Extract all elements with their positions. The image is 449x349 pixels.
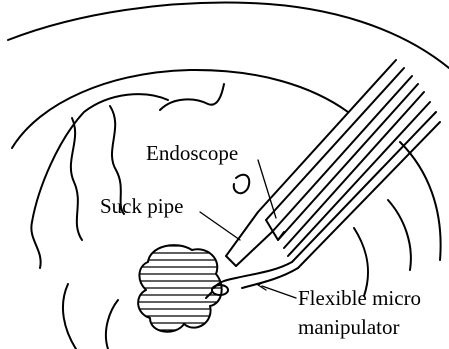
leader-lines (200, 160, 296, 298)
suck-pipe-lower-edge (236, 232, 272, 266)
right-hemisphere-curve (400, 142, 441, 260)
lower-lobe-curve (63, 284, 76, 349)
cortex-inner-curve (31, 94, 168, 268)
right-inner-fold (388, 200, 411, 270)
suck-pipe-leader (200, 212, 240, 240)
tumor-blob (120, 245, 240, 332)
instrument-tube-2 (266, 68, 404, 220)
manipulator-label-line1: Flexible micro (298, 286, 421, 310)
gyrus-upper-right (160, 84, 224, 110)
bottom-left-fold (106, 300, 118, 349)
gyrus-right-curl (234, 175, 250, 194)
suck-pipe-tip (226, 256, 236, 266)
suck-pipe-label: Suck pipe (100, 194, 183, 218)
manipulator-label-line2: manipulator (298, 315, 399, 339)
endoscope-label: Endoscope (146, 141, 238, 165)
brain-outer-curve (12, 70, 348, 148)
manipulator-leader (262, 286, 296, 298)
instrument-bundle (206, 60, 440, 298)
skull-outer-curve (8, 3, 449, 68)
gyrus-left (71, 118, 82, 240)
instrument-tube-6 (288, 102, 430, 256)
manipulator-gripper (212, 285, 228, 295)
